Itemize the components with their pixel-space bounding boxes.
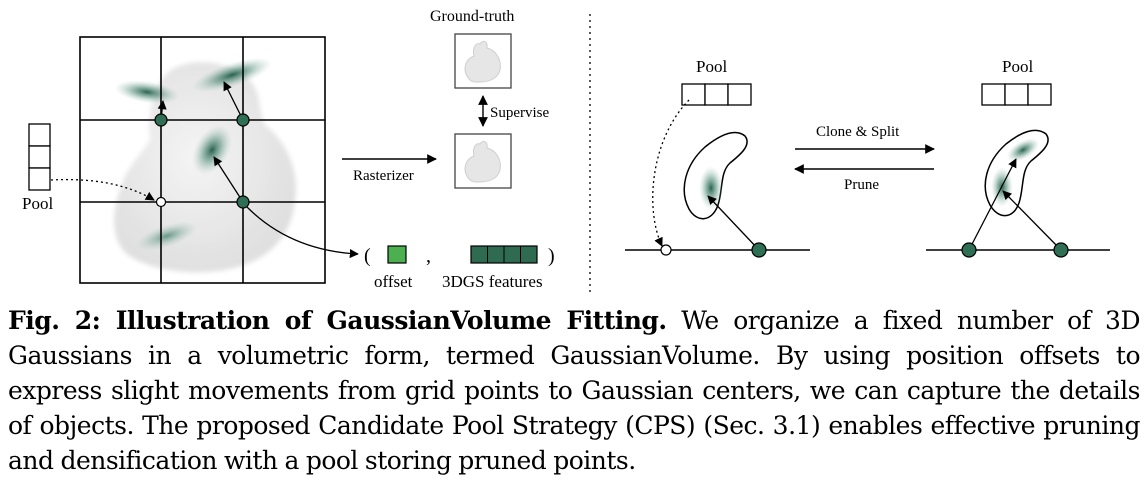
grid-node [236, 113, 250, 127]
ground-truth-label: Ground-truth [430, 8, 514, 25]
pool-retrieve-arrow [50, 178, 155, 201]
caption-text: We organize a fixed number of 3D Gaussia… [8, 306, 1141, 475]
left-filled-node [751, 242, 767, 258]
tuple-open-paren: ( [364, 245, 371, 267]
offset-box [387, 245, 407, 264]
features-box [470, 245, 538, 264]
right-pool-left-boxes [681, 83, 752, 106]
rasterizer-label: Rasterizer [353, 168, 414, 184]
offset-label: offset [374, 272, 413, 291]
right-offset-arrow-right [1002, 190, 1062, 251]
caption-label: Fig. 2: Illustration of GaussianVolume F… [8, 306, 667, 335]
rendered-image [454, 133, 512, 189]
right-filled-node-left [961, 242, 977, 258]
left-empty-node [660, 244, 672, 256]
grid-node [236, 195, 250, 209]
ground-truth-image [454, 33, 512, 89]
left-offset-arrow [707, 195, 760, 251]
right-pool-left-label: Pool [696, 57, 727, 76]
figure-diagram: Pool Rasterizer Ground-truth [22, 8, 1110, 296]
right-offset-arrow-left [968, 158, 1017, 251]
tuple-comma: , [426, 245, 431, 267]
prune-label: Prune [844, 177, 879, 193]
right-object-shape [984, 129, 1049, 217]
left-pool-label: Pool [22, 194, 53, 213]
right-filled-node-right [1053, 242, 1069, 258]
node-to-attributes-arrow [246, 206, 359, 259]
clone-split-label: Clone & Split [816, 124, 900, 140]
gaussian-blobs [114, 57, 273, 251]
pool-to-node-dotted-arrow [652, 99, 690, 247]
empty-grid-node [155, 196, 167, 208]
supervise-label: Supervise [490, 105, 550, 121]
grid-node [154, 113, 168, 127]
grid-nodes [154, 113, 250, 209]
right-pool-right-label: Pool [1002, 57, 1033, 76]
left-object-shape [683, 131, 748, 220]
figure-caption: Fig. 2: Illustration of GaussianVolume F… [8, 303, 1141, 478]
features-label: 3DGS features [442, 272, 543, 291]
left-pool-stack [28, 123, 51, 191]
volume-grid [79, 36, 326, 284]
tuple-close-paren: ) [548, 245, 555, 267]
right-pool-right-boxes [981, 83, 1052, 106]
